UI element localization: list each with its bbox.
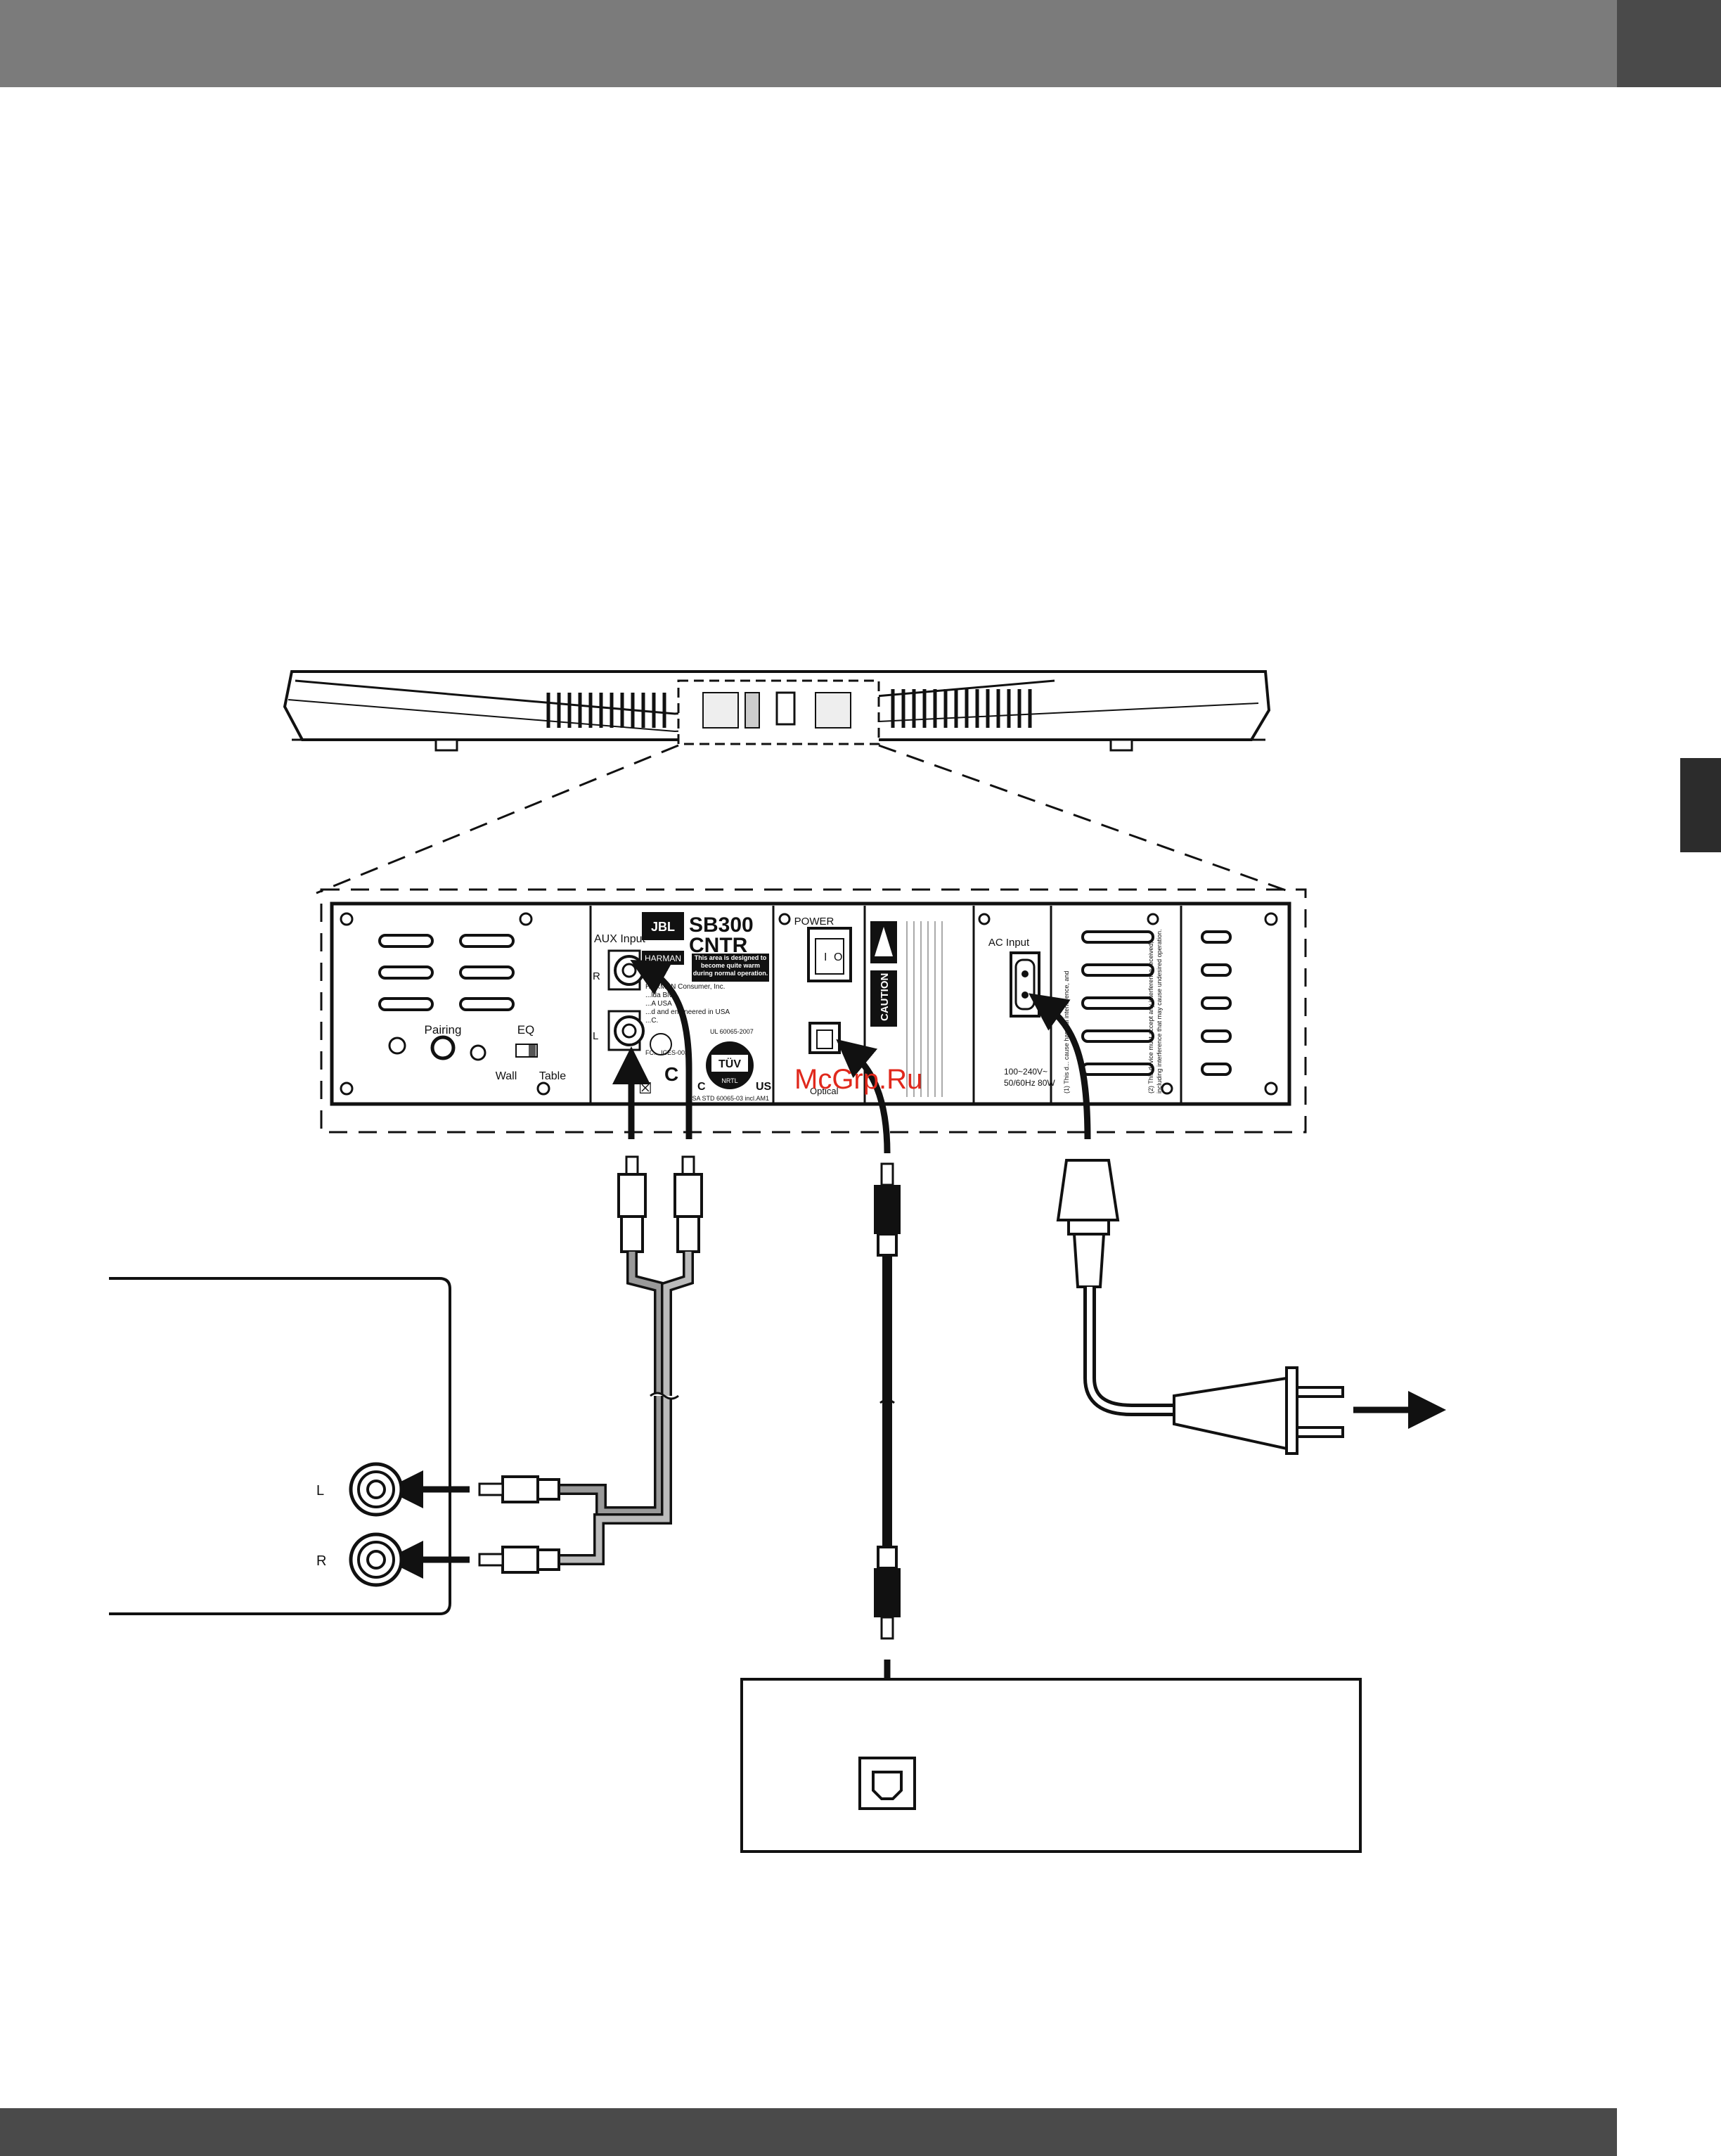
arrow-aux-right bbox=[630, 959, 692, 1139]
source-jack-left[interactable] bbox=[349, 1462, 404, 1517]
brand-logo bbox=[642, 912, 684, 940]
svg-text:TÜV: TÜV bbox=[718, 1057, 741, 1070]
optical-source-device bbox=[740, 1678, 1362, 1853]
recycle-icon bbox=[650, 1033, 672, 1055]
panel-vents-right bbox=[1081, 930, 1232, 1076]
zoom-line-left bbox=[316, 744, 679, 894]
optical-output-port[interactable] bbox=[858, 1757, 916, 1810]
svg-text:NRTL: NRTL bbox=[721, 1077, 737, 1084]
maker-logo-text: HARMAN bbox=[645, 954, 681, 963]
aux-label: AUX Input bbox=[594, 933, 645, 945]
model-line1: SB300 bbox=[689, 913, 754, 937]
soundbar-illustration bbox=[283, 670, 1271, 752]
fcc-note-2: (2) This device must accept any interfer… bbox=[1147, 942, 1154, 1093]
us-mark: US bbox=[756, 1081, 772, 1093]
maker-address-4: ...C. bbox=[645, 1017, 658, 1025]
source-device: L R bbox=[109, 1277, 451, 1615]
optical-cable bbox=[874, 1162, 901, 1640]
ac-rating-1: 100~240V~ bbox=[1004, 1067, 1048, 1077]
power-switch-off: O bbox=[834, 951, 842, 963]
svg-text:CAUTION: CAUTION bbox=[879, 973, 891, 1021]
optical-label: Optical bbox=[810, 1086, 839, 1096]
power-cable bbox=[1056, 1159, 1344, 1455]
section-tab bbox=[1680, 758, 1721, 852]
pairing-button[interactable] bbox=[430, 1035, 456, 1060]
ac-label: AC Input bbox=[988, 937, 1030, 949]
zoom-frame bbox=[320, 888, 1307, 1134]
caution-label: CAUTION bbox=[870, 921, 897, 1027]
source-left-label: L bbox=[316, 1483, 324, 1499]
weee-icon: ☒ bbox=[638, 1079, 652, 1097]
warm-notice: This area is designed to become quite wa… bbox=[692, 954, 768, 977]
arrow-optical bbox=[836, 1039, 891, 1154]
maker-address-2: ...A USA bbox=[645, 1000, 672, 1008]
panel-vents-left bbox=[378, 934, 515, 1011]
power-label: POWER bbox=[794, 916, 834, 928]
ce-mark: C bbox=[664, 1063, 678, 1085]
eq-wall-label: Wall bbox=[496, 1070, 517, 1082]
arrow-ac bbox=[1029, 993, 1091, 1140]
maker-address-3: ...d and engineered in USA bbox=[645, 1008, 730, 1016]
header-bar bbox=[0, 0, 1617, 87]
maker-address-1: ...lda Blvd bbox=[645, 992, 676, 999]
footer-bar bbox=[0, 2108, 1617, 2156]
tuv-badge: TÜV NRTL bbox=[706, 1041, 754, 1089]
aux-jack-left[interactable] bbox=[607, 1010, 645, 1051]
ac-rating-2: 50/60Hz 80W bbox=[1004, 1078, 1055, 1088]
aux-jack-right[interactable] bbox=[607, 949, 645, 991]
soundbar-vents-left bbox=[546, 693, 666, 728]
watermark: McGrp.Ru bbox=[794, 1064, 922, 1095]
pairing-label: Pairing bbox=[425, 1023, 462, 1037]
power-switch-on: I bbox=[824, 951, 827, 963]
maker-address-0: HARMAN Consumer, Inc. bbox=[645, 983, 725, 991]
eq-table-label: Table bbox=[539, 1070, 566, 1082]
aux-left-label: L bbox=[593, 1030, 598, 1042]
rca-cable bbox=[478, 1155, 703, 1574]
ul-text: UL 60065-2007 bbox=[710, 1028, 754, 1035]
source-jack-right[interactable] bbox=[349, 1532, 404, 1587]
eq-label: EQ bbox=[517, 1023, 535, 1037]
header-tab bbox=[1617, 0, 1721, 87]
fcc-note-3: including interference that may cause un… bbox=[1156, 929, 1163, 1093]
ac-inlet[interactable] bbox=[1010, 951, 1040, 1018]
brand-logo-text: JBL bbox=[651, 920, 675, 934]
led-indicator-2 bbox=[470, 1044, 486, 1061]
aux-right-label: R bbox=[593, 970, 600, 982]
csa-text: CSA STD 60065-03 incl.AM1 bbox=[688, 1095, 769, 1102]
c-mark: C bbox=[697, 1081, 706, 1093]
source-right-label: R bbox=[316, 1553, 326, 1569]
zoom-line-right bbox=[878, 744, 1294, 894]
led-indicator bbox=[388, 1037, 406, 1055]
soundbar-vents-right bbox=[891, 689, 1032, 728]
caution-fine-print bbox=[906, 921, 943, 1097]
model-line2: CNTR bbox=[689, 934, 748, 957]
